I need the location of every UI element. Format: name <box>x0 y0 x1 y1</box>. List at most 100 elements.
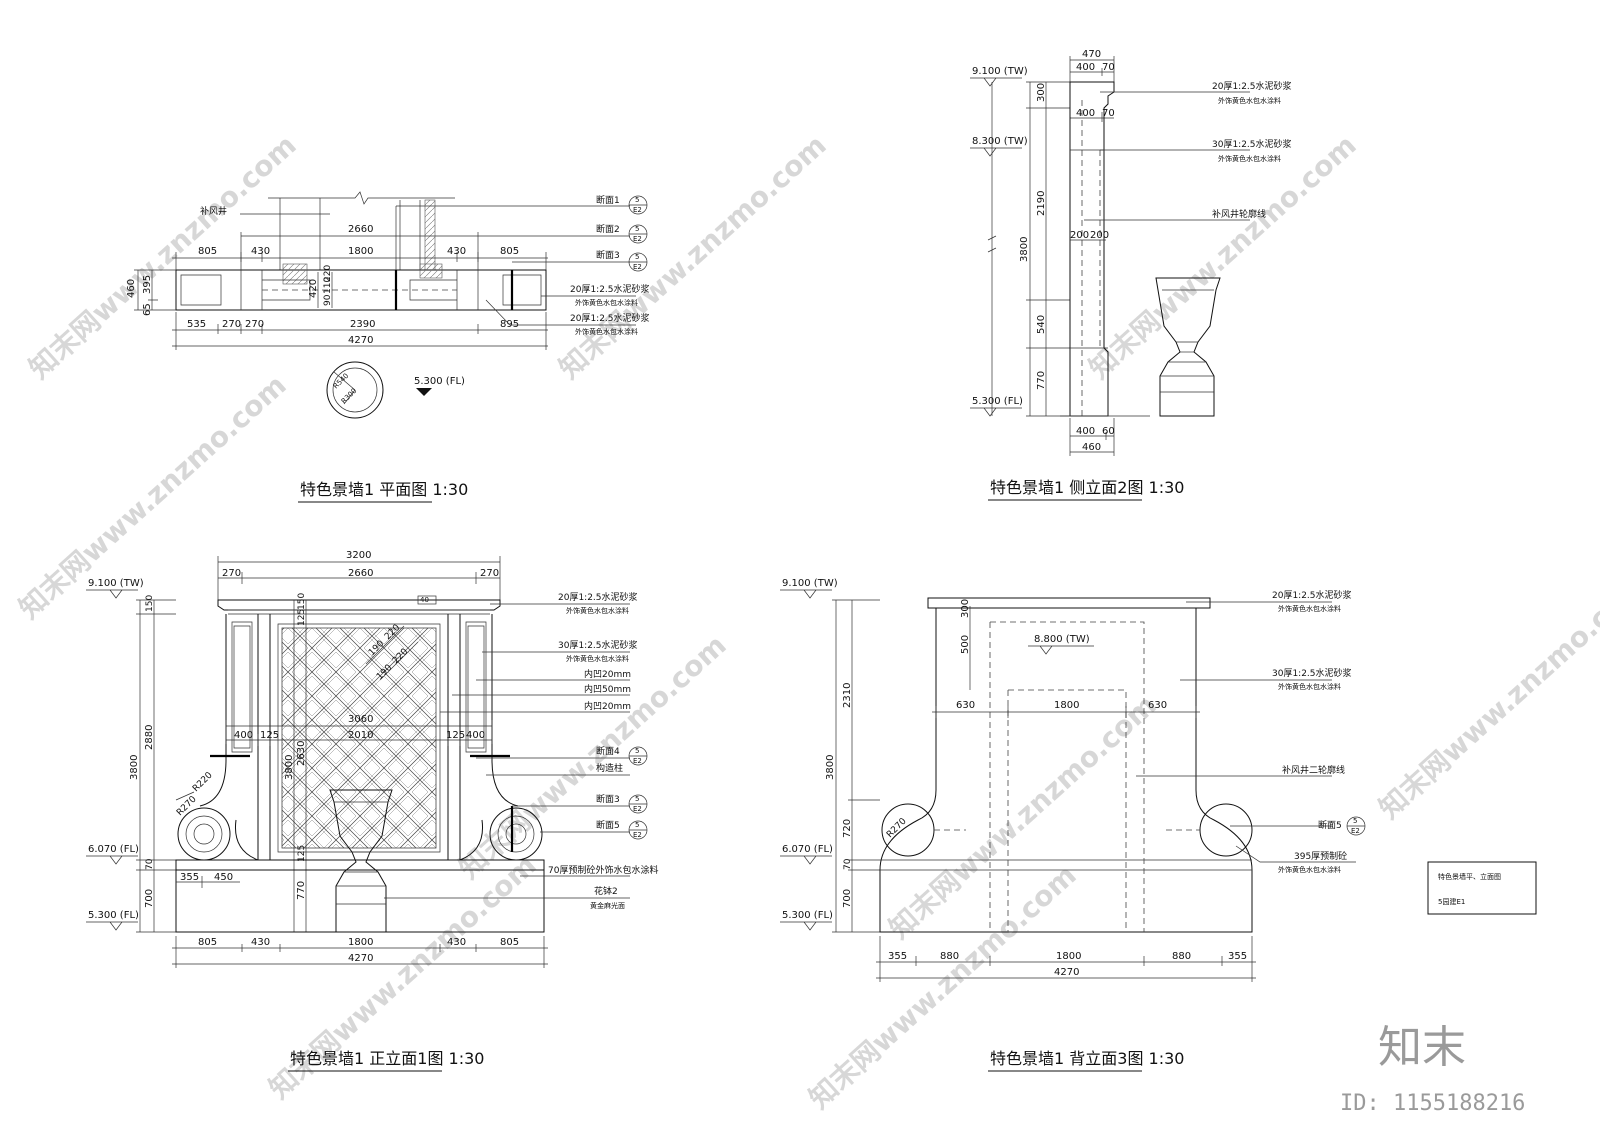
back-dim: 630 <box>1148 700 1167 711</box>
plan-section-num: 5 <box>635 196 639 204</box>
back-section-sheet: E2 <box>1351 827 1360 835</box>
plan-dim: 460 <box>126 279 137 298</box>
back-note: 20厚1:2.5水泥砂浆 <box>1272 589 1352 601</box>
front-dim: 150 <box>297 593 307 610</box>
front-note: 30厚1:2.5水泥砂浆 <box>558 639 638 651</box>
back-level: 9.100 (TW) <box>782 578 838 589</box>
back-elevation: 9.100 (TW) 6.070 (FL) 5.300 (FL) 3800 23… <box>780 578 1366 1072</box>
back-dim: 355 <box>1228 951 1247 962</box>
front-note: 外饰黄色水包水涂料 <box>566 606 629 615</box>
back-dim: 3800 <box>825 755 836 780</box>
front-section-num: 5 <box>635 821 639 829</box>
back-dim: 700 <box>842 889 853 908</box>
back-level: 6.070 (FL) <box>782 844 833 855</box>
side-level: 5.300 (FL) <box>972 396 1023 407</box>
front-dim: 125 <box>260 730 279 741</box>
back-dim: 300 <box>960 599 971 618</box>
front-dim: 270 <box>480 568 499 579</box>
front-section-name: 断面3 <box>596 793 620 805</box>
side-dim: 770 <box>1036 371 1047 390</box>
front-dim: 2010 <box>348 730 373 741</box>
plan-note: 外饰黄色水包水涂料 <box>575 327 638 336</box>
front-dim: 70 <box>145 858 155 870</box>
plan-note: 20厚1:2.5水泥砂浆 <box>570 283 650 295</box>
plan-vent-label: 补风井 <box>200 205 227 217</box>
plan-dim: 1800 <box>348 246 373 257</box>
side-dim: 2190 <box>1036 191 1047 216</box>
plan-dim: 2390 <box>350 319 375 330</box>
back-dim: 1800 <box>1056 951 1081 962</box>
plan-dim: 805 <box>198 246 217 257</box>
back-dim: 500 <box>960 635 971 654</box>
back-section-name: 断面5 <box>1318 819 1342 831</box>
plan-dim: 395 <box>142 275 153 294</box>
front-note: 内凹50mm <box>584 683 631 695</box>
side-dim: 400 <box>1076 108 1095 119</box>
plan-radius: R540 <box>332 372 351 391</box>
front-dim: 125 <box>297 845 307 862</box>
side-dim: 200 <box>1070 230 1089 241</box>
back-level: 5.300 (FL) <box>782 910 833 921</box>
back-dim: 1800 <box>1054 700 1079 711</box>
front-section-sheet: E2 <box>633 831 642 839</box>
front-dim: 3200 <box>346 550 371 561</box>
plan-section-name: 断面3 <box>596 249 620 261</box>
plan-section-name: 断面2 <box>596 223 620 235</box>
side-title: 特色景墙1 侧立面2图 1:30 <box>990 478 1184 497</box>
plan-section-sheet: E2 <box>633 206 642 214</box>
front-title: 特色景墙1 正立面1图 1:30 <box>290 1049 484 1068</box>
front-level: 6.070 (FL) <box>88 844 139 855</box>
front-dim: 3800 <box>129 755 140 780</box>
front-note: 花钵2 <box>594 885 618 897</box>
plan-dim: 430 <box>447 246 466 257</box>
back-dim: 70 <box>843 858 853 870</box>
plan-dim: 4270 <box>348 335 373 346</box>
front-note: 外饰黄色水包水涂料 <box>566 654 629 663</box>
back-dim: 4270 <box>1054 967 1079 978</box>
watermark-text: 知末网www.znzmo.com <box>1373 568 1600 825</box>
front-elevation: 9.100 (TW) 6.070 (FL) 5.300 (FL) 3800 15… <box>86 550 658 1072</box>
plan-section-num: 5 <box>635 253 639 261</box>
watermark-text: 知末网www.znzmo.com <box>1083 128 1363 385</box>
side-note: 外饰黄色水包水涂料 <box>1218 154 1281 163</box>
back-title: 特色景墙1 背立面3图 1:30 <box>990 1049 1184 1068</box>
front-dim: 430 <box>251 937 270 948</box>
front-dim: 400 <box>466 730 485 741</box>
front-section-name: 断面4 <box>596 745 620 757</box>
front-dim: 2880 <box>144 725 155 750</box>
plan-dim: 270 <box>222 319 241 330</box>
plan-note: 20厚1:2.5水泥砂浆 <box>570 312 650 324</box>
front-dim: 125 <box>297 609 307 626</box>
front-radius: R220 <box>191 770 215 794</box>
front-dim: 3060 <box>348 714 373 725</box>
front-dim: 450 <box>214 872 233 883</box>
front-level: 9.100 (TW) <box>88 578 144 589</box>
plan-view: 补风井 2660 805 430 1800 430 805 535 270 27… <box>126 191 650 503</box>
back-dim: 880 <box>940 951 959 962</box>
image-id: ID: 1155188216 <box>1340 1091 1525 1116</box>
front-note: 内凹20mm <box>584 700 631 712</box>
side-note: 外饰黄色水包水涂料 <box>1218 96 1281 105</box>
plan-dim: 270 <box>245 319 264 330</box>
front-dim: 400 <box>234 730 253 741</box>
side-dim: 400 <box>1076 426 1095 437</box>
back-dim: 630 <box>956 700 975 711</box>
front-dim: 700 <box>144 889 155 908</box>
back-note: 补风井二轮廓线 <box>1282 764 1345 776</box>
front-note: 20厚1:2.5水泥砂浆 <box>558 591 638 603</box>
plan-dim: 65 <box>142 303 153 316</box>
front-dim: 2660 <box>348 568 373 579</box>
plan-radius: R300 <box>340 387 359 406</box>
front-section-name: 断面5 <box>596 819 620 831</box>
back-note: 外饰黄色水包水涂料 <box>1278 604 1341 613</box>
side-note: 补风井轮廓线 <box>1212 208 1266 220</box>
back-note: 30厚1:2.5水泥砂浆 <box>1272 667 1352 679</box>
plan-dim: 2660 <box>348 224 373 235</box>
front-note: 内凹20mm <box>584 668 631 680</box>
front-dim: 430 <box>447 937 466 948</box>
front-dim: 150 <box>145 595 155 612</box>
front-dim: 1800 <box>348 937 373 948</box>
plan-dim: 430 <box>251 246 270 257</box>
back-note: 外饰黄色水包水涂料 <box>1278 682 1341 691</box>
